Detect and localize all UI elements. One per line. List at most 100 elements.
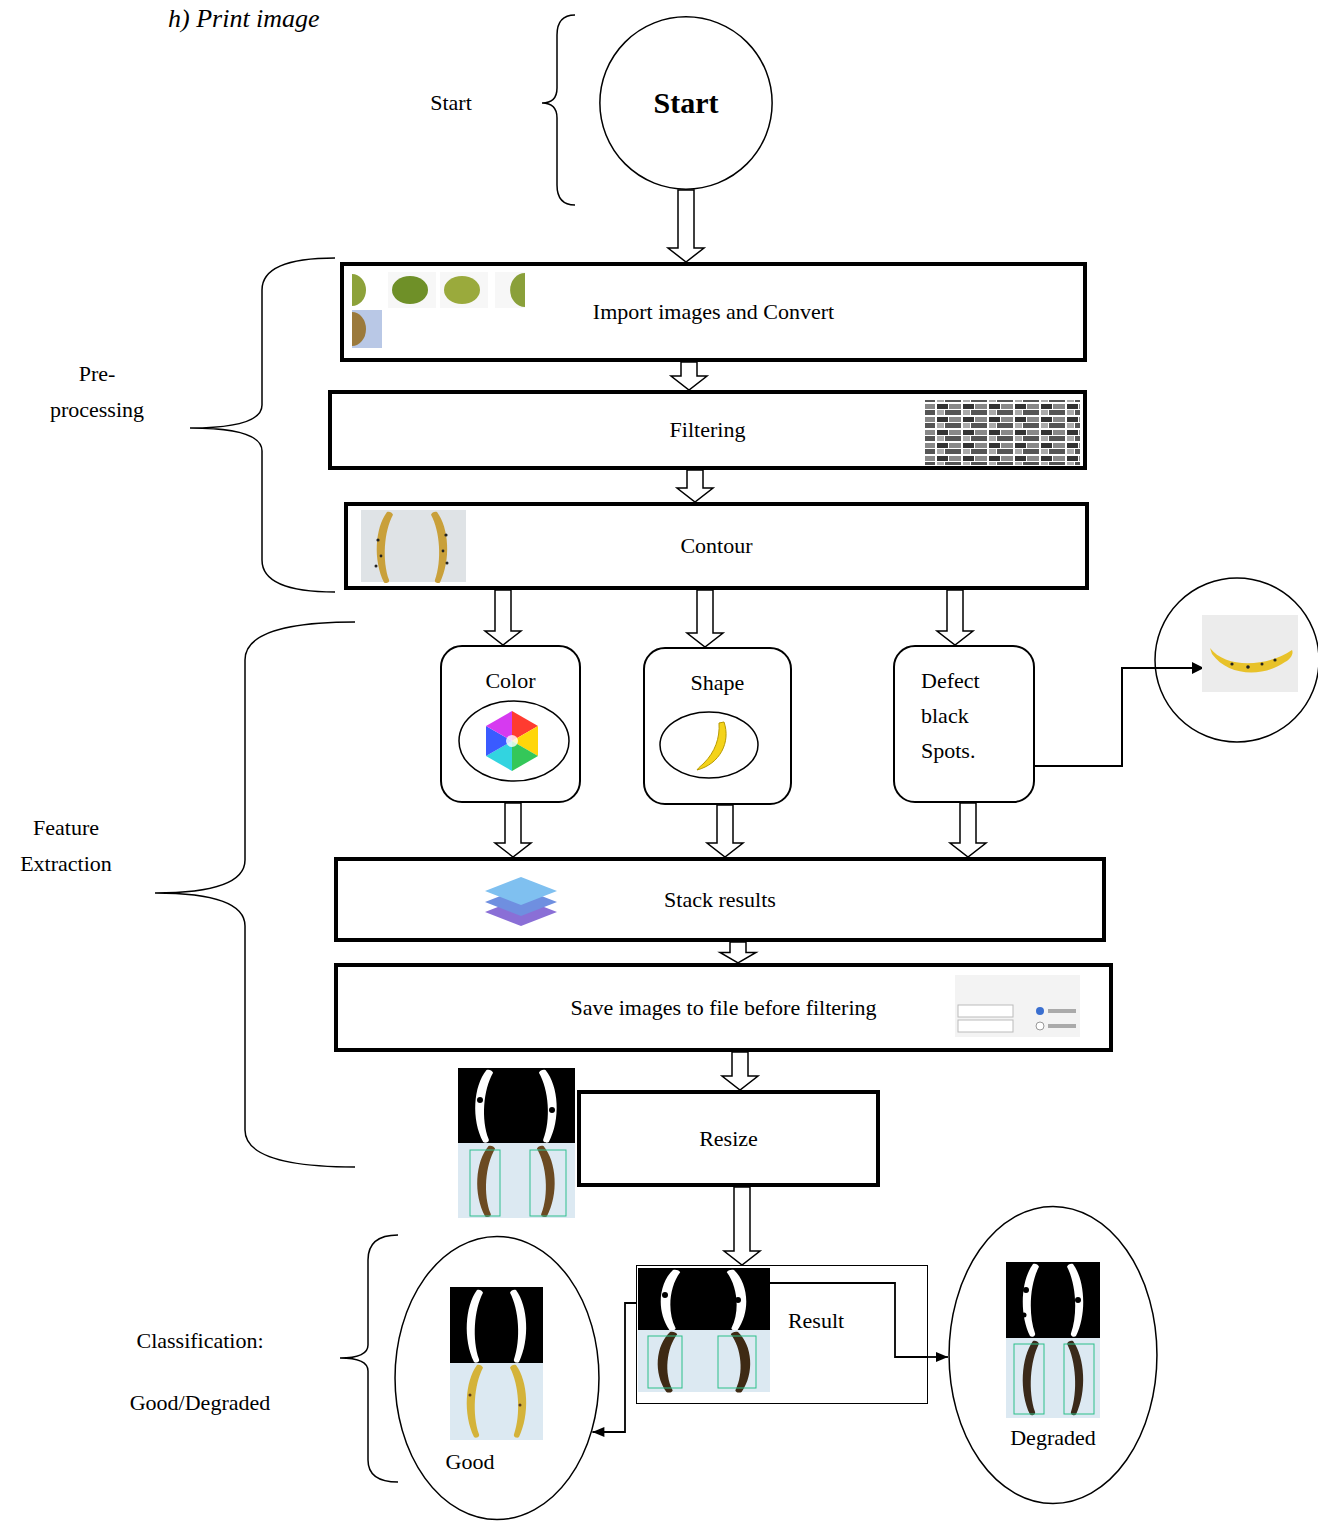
- start-circle-outline: [600, 17, 772, 189]
- group-label: Feature Extraction: [6, 810, 126, 882]
- settings-screenshot: [1048, 1024, 1076, 1028]
- block-arrow: [937, 590, 973, 645]
- fruit-thumbnails: [352, 272, 525, 348]
- node-text: Contour: [680, 532, 752, 560]
- resize-thumbnail: [458, 1068, 575, 1218]
- node-text: Defect black Spots.: [921, 663, 1025, 768]
- curly-brace: [155, 15, 575, 1482]
- block-arrow: [720, 942, 756, 963]
- block-arrow: [485, 590, 521, 645]
- color-icon: [459, 701, 569, 781]
- node-text: Filtering: [670, 416, 746, 444]
- node-text: Save images to file before filtering: [570, 994, 876, 1022]
- block-arrow: [722, 1052, 758, 1090]
- shape-icon: [660, 712, 758, 778]
- result-thumbnail: [768, 1283, 928, 1357]
- good-thumbnail: [519, 1404, 522, 1407]
- curly-brace: [340, 1235, 398, 1482]
- degraded-thumbnail: [1023, 1341, 1039, 1416]
- resize-thumbnail: [458, 1068, 575, 1143]
- contour-thumbnail: [431, 512, 447, 583]
- node-text: Resize: [699, 1125, 758, 1153]
- result-thumbnail: [638, 1268, 770, 1330]
- connector: [928, 1352, 948, 1362]
- fruit-thumbnails: [352, 272, 384, 308]
- contour-thumbnail: [375, 565, 378, 568]
- block-arrow: [668, 190, 704, 262]
- good-thumbnail: [469, 1394, 472, 1397]
- curly-brace: [190, 258, 335, 592]
- feature-box: Defect black Spots.: [893, 645, 1035, 803]
- result-thumbnail: [662, 1292, 668, 1298]
- result-thumbnail: [735, 1297, 741, 1303]
- contour-thumbnail: [446, 562, 449, 565]
- node-text: Stack results: [664, 886, 776, 914]
- degraded-thumbnail: [1067, 1341, 1083, 1416]
- fruit-thumbnails: [495, 272, 525, 308]
- process-box: Filtering: [328, 390, 1087, 470]
- section-heading: h) Print image: [168, 3, 428, 36]
- result-thumbnail: [638, 1330, 770, 1392]
- degraded-thumbnail: [1067, 1264, 1083, 1337]
- node-text: Import images and Convert: [593, 298, 834, 326]
- fruit-thumbnails: [440, 272, 488, 308]
- node-text: Degraded: [1010, 1424, 1096, 1452]
- degraded-thumbnail: [1022, 1313, 1027, 1318]
- class-ellipse-outline: [394, 1235, 600, 1521]
- process-box: Resize: [577, 1090, 880, 1187]
- good-thumbnail: [450, 1287, 543, 1363]
- result-thumbnail: [718, 1336, 756, 1388]
- resize-thumbnail: [537, 1146, 555, 1217]
- result-box: Result: [636, 1265, 928, 1404]
- good-thumbnail: [450, 1363, 543, 1440]
- defect-callout: [1035, 668, 1192, 766]
- class-ellipse-outline: [949, 1207, 1157, 1504]
- color-icon: [459, 701, 569, 781]
- defect-callout: [1261, 663, 1264, 666]
- contour-thumbnail: [444, 533, 447, 536]
- degraded-thumbnail: [1075, 1297, 1081, 1303]
- settings-screenshot: [955, 975, 1080, 1037]
- resize-thumbnail: [458, 1143, 575, 1218]
- start-circle: Start: [599, 16, 773, 190]
- class-ellipse: Degraded: [948, 1205, 1158, 1505]
- fruit-thumbnails: [352, 274, 366, 306]
- noise-thumbnail: [925, 400, 1080, 465]
- resize-thumbnail: [530, 1150, 566, 1216]
- group-label: Classification: Good/Degraded: [105, 1310, 295, 1434]
- resize-thumbnail: [470, 1150, 500, 1216]
- class-ellipse: Good: [394, 1235, 600, 1521]
- degraded-thumbnail: [1064, 1344, 1094, 1414]
- color-icon: [506, 735, 518, 747]
- settings-screenshot: [1036, 1022, 1044, 1030]
- good-thumbnail: [467, 1365, 483, 1438]
- good-thumbnail: [510, 1290, 526, 1363]
- curly-brace: [155, 622, 355, 1167]
- degraded-thumbnail: [1023, 1287, 1029, 1293]
- resize-thumbnail: [477, 1146, 495, 1217]
- feature-box: Color: [440, 645, 581, 803]
- result-thumbnail: [661, 1270, 680, 1331]
- block-arrow: [671, 362, 707, 390]
- block-arrow: [495, 803, 531, 857]
- resize-thumbnail: [539, 1070, 557, 1143]
- block-arrow: [707, 805, 743, 857]
- defect-callout: [1230, 662, 1233, 665]
- result-thumbnail: [658, 1332, 677, 1393]
- settings-screenshot: [1048, 1009, 1076, 1013]
- contour-thumbnail: [442, 550, 445, 553]
- block-arrow: [950, 803, 986, 857]
- class-ellipse-outline: [395, 1236, 599, 1519]
- shape-icon: [660, 712, 758, 778]
- block-arrow: [677, 470, 713, 502]
- node-text: Color: [485, 667, 535, 695]
- fruit-thumbnails: [352, 312, 366, 346]
- process-box: Stack results: [334, 857, 1106, 942]
- contour-thumbnail: [361, 510, 466, 583]
- defect-callout: [1202, 615, 1298, 692]
- node-text: Shape: [691, 669, 745, 697]
- result-thumbnail: [648, 1336, 682, 1388]
- result-thumbnail: [727, 1270, 746, 1331]
- degraded-thumbnail: [1006, 1338, 1100, 1418]
